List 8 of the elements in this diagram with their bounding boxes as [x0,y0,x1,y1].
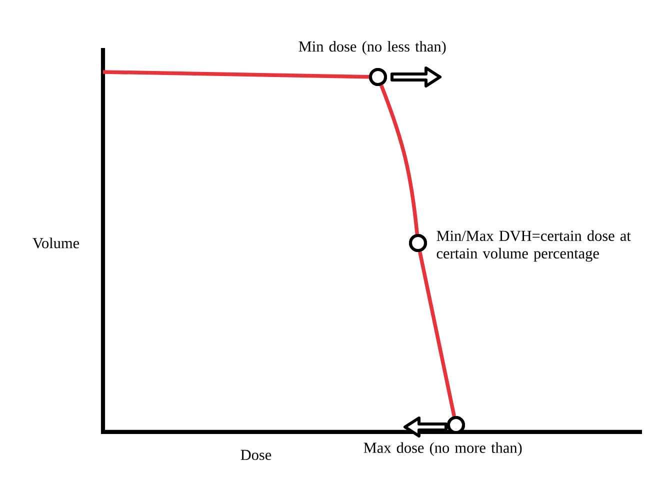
annotation-text: Min/Max DVH=certain dose at certain volume percentage [436,230,631,262]
axis-label: Volume [32,238,80,248]
annotation-text: Max dose (no more than) [364,442,522,456]
dvh-curve [102,70,370,79]
axis-label: Dose [240,450,272,460]
dvh-curve [418,251,456,417]
annotation-text: Min dose (no less than) [298,40,446,55]
dvh-curve [380,84,419,234]
